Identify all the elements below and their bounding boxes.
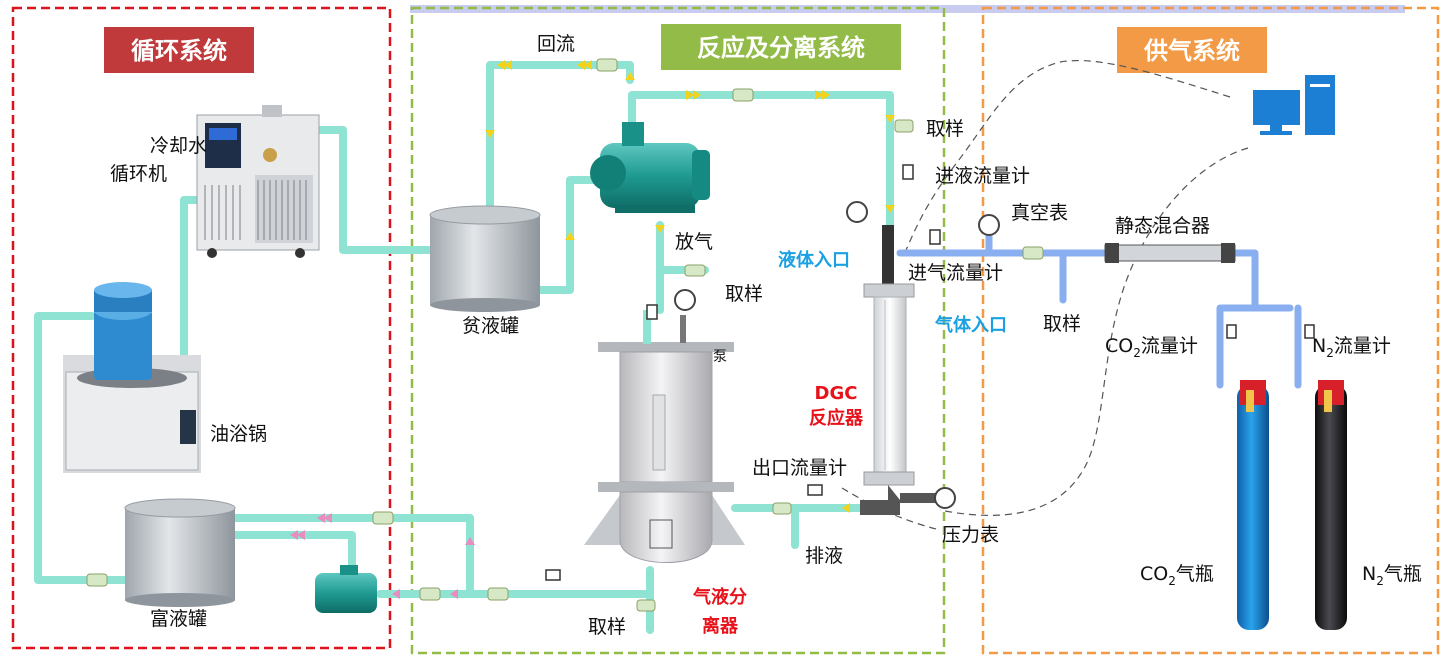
- label-vent: 放气: [675, 231, 713, 253]
- label-separator-1: 气液分: [692, 586, 747, 608]
- label-liquid-inlet: 液体入口: [778, 249, 850, 271]
- label-dgc-2: 反应器: [809, 407, 864, 429]
- reaction-section-border: [410, 6, 946, 655]
- label-cooling-2: 循环机: [110, 163, 167, 185]
- oil-bath: [63, 282, 201, 473]
- dgc-reactor: [860, 225, 940, 515]
- label-sample-vent: 取样: [725, 283, 763, 305]
- circulation-title-box: [104, 27, 254, 73]
- circulation-section-border: [11, 6, 392, 650]
- computer-icon: [1253, 75, 1335, 135]
- label-gas-flowmeter: 进气流量计: [908, 262, 1003, 284]
- rich-pump: [315, 565, 377, 613]
- label-drain: 排液: [805, 545, 843, 567]
- label-n2-flowmeter: N2流量计: [1312, 335, 1391, 360]
- label-n2-bottle: N2气瓶: [1362, 563, 1422, 588]
- label-dgc-1: DGC: [815, 383, 858, 404]
- rich-flow-arrows: [290, 513, 475, 599]
- reaction-title: 反应及分离系统: [697, 34, 865, 62]
- co2-bottle: [1237, 380, 1269, 630]
- label-pump: 泵: [713, 349, 727, 365]
- label-pressure-gauge: 压力表: [942, 524, 999, 546]
- reaction-title-box: [661, 24, 901, 70]
- cooling-water-circulator: [196, 105, 320, 258]
- label-oil-bath: 油浴锅: [210, 423, 267, 445]
- label-co2-bottle: CO2气瓶: [1140, 563, 1214, 588]
- lean-liquid-tank: [429, 205, 541, 312]
- label-lean-tank: 贫液罐: [462, 315, 519, 337]
- valves: [86, 58, 1044, 612]
- label-outlet-flowmeter: 出口流量计: [752, 457, 847, 479]
- static-mixer: [1104, 243, 1236, 263]
- label-reflux: 回流: [537, 33, 575, 55]
- label-sample-bottom: 取样: [588, 616, 626, 638]
- circulation-title: 循环系统: [131, 37, 227, 65]
- rich-liquid-tank: [124, 498, 236, 607]
- gas-section-border: [981, 6, 1440, 655]
- n2-bottle: [1315, 380, 1347, 630]
- main-pump: [590, 122, 710, 213]
- label-vacuum-gauge: 真空表: [1011, 202, 1068, 224]
- pressure-gauges: [674, 201, 1000, 509]
- gas-title-box: [1117, 27, 1267, 73]
- label-inlet-flowmeter: 进液流量计: [935, 165, 1030, 187]
- label-gas-inlet: 气体入口: [934, 314, 1007, 336]
- gas-pipes: [896, 231, 1302, 389]
- label-cooling-1: 冷却水: [150, 135, 207, 157]
- flowmeters: [545, 164, 1315, 581]
- label-sample-top: 取样: [926, 118, 964, 140]
- label-rich-tank: 富液罐: [150, 608, 207, 630]
- label-co2-flowmeter: CO2流量计: [1105, 335, 1198, 360]
- label-separator-2: 离器: [702, 615, 739, 637]
- liquid-flow-arrows: [485, 60, 895, 513]
- gas-liquid-separator: [584, 310, 745, 563]
- gas-title: 供气系统: [1143, 37, 1240, 65]
- label-static-mixer: 静态混合器: [1115, 215, 1210, 237]
- label-sample-gas: 取样: [1043, 313, 1081, 335]
